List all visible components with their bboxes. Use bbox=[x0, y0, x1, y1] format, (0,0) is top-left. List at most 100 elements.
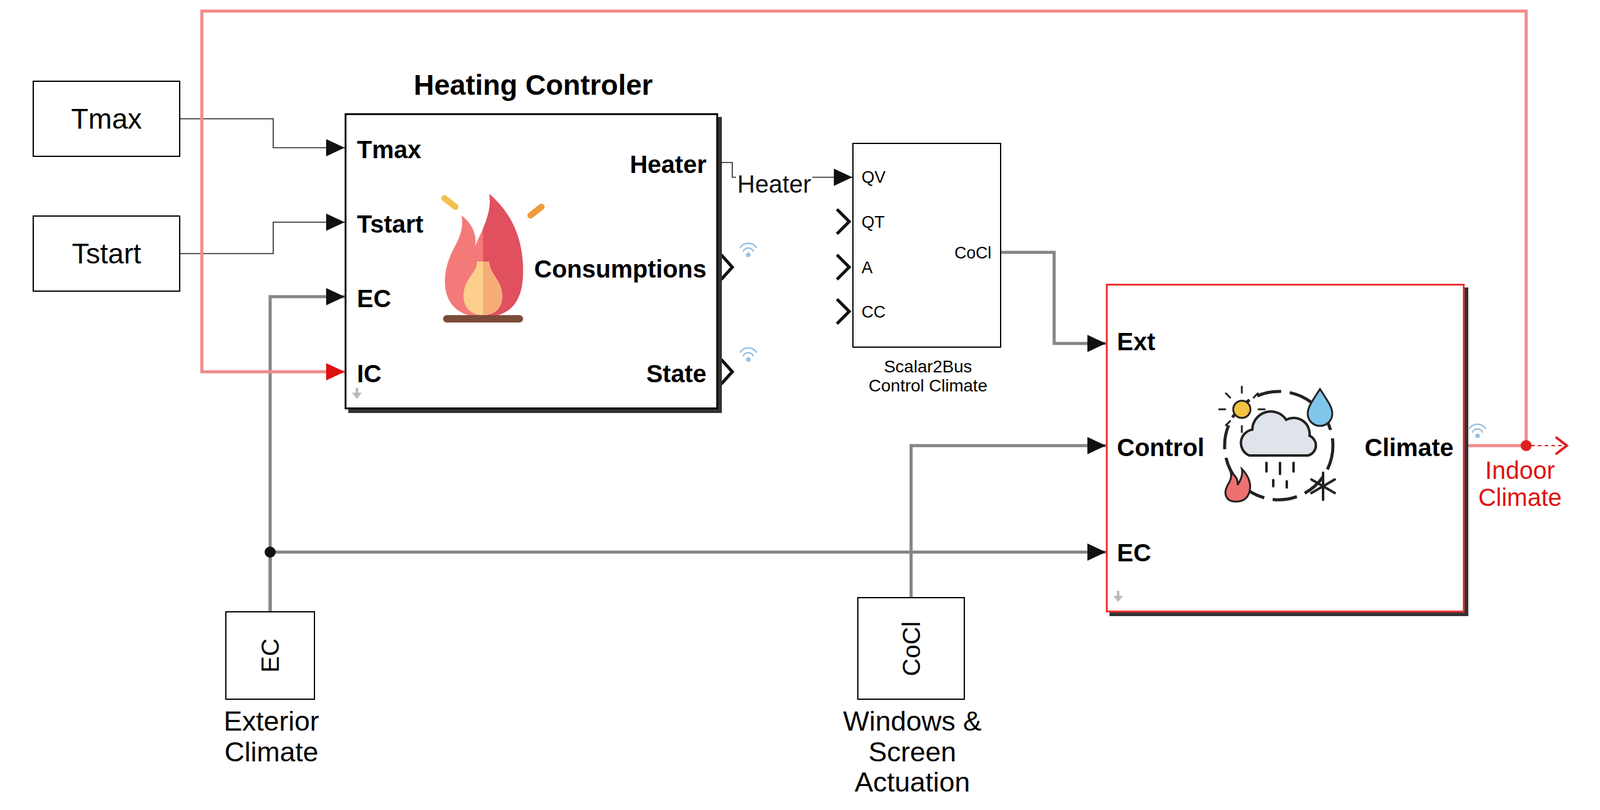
port-name: EC bbox=[356, 284, 392, 312]
flame-icon bbox=[483, 184, 533, 327]
input-port-chevron bbox=[836, 299, 850, 324]
block-name: Windows & Screen Actuation bbox=[832, 705, 993, 798]
signal-icon bbox=[740, 347, 757, 352]
port-name: CC bbox=[861, 303, 886, 322]
bus-block: QVQTACCCoClScalar2Bus Control Climate bbox=[852, 142, 1002, 348]
signal-name: Heater bbox=[736, 170, 813, 198]
block-corner-arrow bbox=[352, 392, 362, 399]
port-name: A bbox=[861, 259, 873, 278]
signal-line bbox=[180, 118, 345, 157]
weather-icon bbox=[1219, 386, 1335, 502]
block-corner-arrow bbox=[355, 387, 359, 394]
signal-line bbox=[911, 445, 1107, 597]
port-name: State bbox=[646, 360, 707, 388]
signal-icon bbox=[1469, 424, 1486, 429]
flame-icon bbox=[483, 258, 508, 320]
weather-icon bbox=[1225, 420, 1231, 426]
block-corner-arrow bbox=[1113, 595, 1124, 602]
port-name: Consumptions bbox=[534, 255, 707, 283]
signal-line bbox=[270, 296, 345, 612]
output-port-chevron bbox=[721, 359, 733, 384]
port-name: Heater bbox=[629, 150, 707, 178]
weather-icon bbox=[1311, 472, 1335, 500]
arrowhead bbox=[833, 168, 853, 186]
weather-icon bbox=[1278, 462, 1282, 474]
terminal-line bbox=[1531, 436, 1567, 455]
signal-icon bbox=[1476, 434, 1480, 438]
weather-icon bbox=[1307, 388, 1333, 426]
block-value: EC bbox=[256, 638, 284, 673]
weather-icon bbox=[1241, 386, 1244, 393]
port-name: Tstart bbox=[356, 210, 424, 238]
weather-icon bbox=[1241, 425, 1244, 432]
signal-icon bbox=[1472, 428, 1483, 432]
signal-line bbox=[270, 288, 345, 612]
block-value: CoCl bbox=[897, 620, 925, 676]
signal-line bbox=[1001, 252, 1106, 352]
signal-line bbox=[1001, 252, 1106, 344]
flame-icon bbox=[530, 206, 542, 216]
signal-icon bbox=[743, 352, 754, 356]
constant-block: Tstart bbox=[32, 215, 181, 292]
weather-icon bbox=[1225, 393, 1231, 398]
weather-icon bbox=[1292, 462, 1295, 472]
constant-block: Tmax bbox=[32, 80, 181, 157]
weather-icon bbox=[1233, 400, 1251, 418]
weather-icon bbox=[1258, 408, 1265, 411]
input-port-chevron bbox=[836, 209, 850, 324]
signal-line bbox=[270, 552, 1106, 612]
arrowhead bbox=[326, 288, 345, 306]
arrowhead bbox=[326, 213, 345, 231]
weather-icon bbox=[1225, 468, 1250, 502]
block-name: Scalar2Bus Control Climate bbox=[857, 357, 999, 396]
block-name: Heating Controler bbox=[321, 69, 745, 101]
weather-icon bbox=[1241, 411, 1317, 456]
arrowhead bbox=[326, 139, 345, 157]
terminal-line bbox=[1531, 444, 1564, 447]
signal-name: Indoor Climate bbox=[1469, 456, 1571, 511]
source-block: CoClWindows & Screen Actuation bbox=[857, 596, 965, 700]
signal-line bbox=[180, 222, 345, 254]
junction-dot bbox=[1520, 440, 1532, 452]
signal-line bbox=[180, 213, 345, 254]
input-port-chevron bbox=[836, 209, 850, 234]
weather-icon bbox=[1311, 479, 1335, 493]
flame-icon bbox=[443, 315, 524, 323]
port-name: QT bbox=[861, 213, 885, 232]
signal-line bbox=[180, 118, 345, 148]
weather-icon bbox=[1265, 462, 1268, 472]
port-name: Control bbox=[1116, 433, 1205, 461]
signal-icon bbox=[747, 253, 751, 257]
block-corner-arrow bbox=[352, 387, 1124, 602]
block-value: Tstart bbox=[72, 238, 141, 270]
signal-line bbox=[201, 11, 1527, 446]
arrowhead bbox=[1087, 543, 1106, 561]
arrowhead bbox=[1087, 436, 1106, 455]
output-port-chevron bbox=[721, 254, 733, 280]
port-name: CoCl bbox=[954, 244, 992, 263]
subsystem-block: ExtControlECClimate bbox=[1105, 283, 1465, 613]
signal-line bbox=[911, 436, 1107, 597]
signal-line bbox=[201, 11, 1527, 446]
port-name: Tmax bbox=[356, 136, 422, 164]
port-name: QV bbox=[861, 168, 886, 188]
terminal-line bbox=[1555, 436, 1567, 455]
weather-icon bbox=[1219, 408, 1226, 411]
arrowhead bbox=[326, 363, 345, 381]
signal-icon bbox=[747, 358, 751, 362]
subsystem-block: Heating ControlerTmaxTstartECICHeaterCon… bbox=[344, 113, 719, 410]
weather-icon bbox=[1311, 479, 1335, 493]
signal-icon bbox=[740, 243, 757, 248]
block-value: Tmax bbox=[71, 103, 143, 135]
port-name: Ext bbox=[1116, 328, 1156, 356]
signal-line bbox=[270, 543, 1106, 612]
arrowhead bbox=[1087, 334, 1106, 352]
weather-icon bbox=[1285, 481, 1288, 488]
flame-icon bbox=[443, 184, 542, 327]
source-block: ECExterior Climate bbox=[225, 611, 316, 700]
block-corner-arrow bbox=[1116, 590, 1120, 597]
port-name: IC bbox=[356, 360, 382, 388]
port-name: EC bbox=[1116, 539, 1152, 567]
